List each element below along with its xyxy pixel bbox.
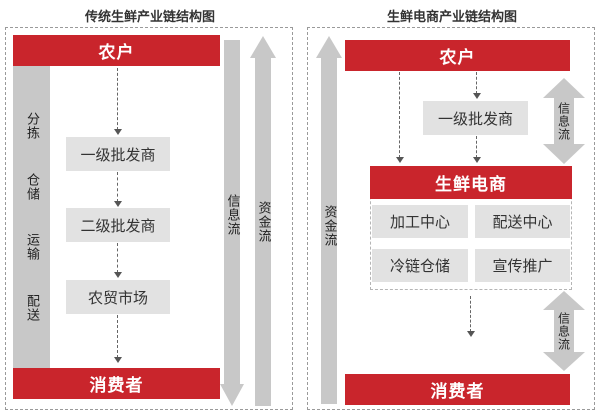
right-wholesaler-arrow-in [476, 72, 477, 94]
left-money-flow-label: 资金流 [255, 201, 271, 243]
left-chain-arrowhead-3 [114, 272, 122, 278]
right-info-flow-top-arrow [543, 78, 585, 164]
left-chain-arrow-4 [117, 315, 118, 358]
right-money-flow-label: 资金流 [321, 205, 337, 247]
left-wholesaler-2: 二级批发商 [66, 208, 170, 242]
left-process-column [13, 66, 50, 368]
left-chain-arrow-3 [117, 243, 118, 273]
left-process-sort: 分拣 [24, 112, 39, 140]
right-service-processing: 加工中心 [372, 205, 468, 238]
right-wholesaler: 一级批发商 [423, 101, 528, 135]
right-consumer-arrowhead [467, 331, 475, 337]
left-chain-arrow-2 [117, 172, 118, 202]
right-service-promotion: 宣传推广 [475, 249, 570, 282]
left-process-storage: 仓储 [24, 172, 39, 201]
right-direct-arrow [399, 72, 400, 158]
left-process-delivery: 配送 [24, 293, 39, 322]
left-consumer-bar: 消费者 [13, 368, 220, 399]
left-chain-arrowhead-4 [114, 357, 122, 363]
left-title: 传统生鲜产业链结构图 [84, 10, 215, 25]
left-chain-arrowhead-2 [114, 201, 122, 207]
left-chain-arrowhead-1 [114, 129, 122, 135]
left-money-flow-arrow [250, 36, 276, 406]
right-money-flow-arrow [316, 36, 342, 404]
right-farmer-bar: 农户 [345, 40, 570, 71]
right-ecommerce-bar: 生鲜电商 [370, 166, 572, 199]
right-wholesaler-arrow-out [476, 136, 477, 158]
right-panel [307, 27, 595, 410]
right-wholesaler-arrowhead-in [473, 93, 481, 99]
left-farmers-market: 农贸市场 [66, 280, 170, 314]
right-info-flow-bottom-label: 信息流 [556, 311, 571, 351]
right-service-cold-chain: 冷链仓储 [372, 249, 468, 282]
right-wholesaler-arrowhead-out [473, 157, 481, 163]
left-panel [5, 27, 293, 410]
left-info-flow-label: 信息流 [224, 194, 240, 236]
right-info-flow-bottom-arrow [543, 291, 585, 371]
right-info-flow-top-label: 信息流 [556, 101, 571, 141]
left-chain-arrow-1 [117, 68, 118, 130]
left-wholesaler-1: 一级批发商 [66, 137, 170, 171]
left-process-list: 分拣 仓储 运输 配送 [13, 112, 50, 322]
left-process-transport: 运输 [24, 233, 39, 262]
right-consumer-bar: 消费者 [345, 374, 570, 405]
right-title: 生鲜电商产业链结构图 [386, 10, 517, 25]
left-info-flow-arrow [220, 40, 244, 406]
right-direct-arrowhead [396, 157, 404, 163]
left-farmer-bar: 农户 [13, 35, 220, 66]
right-consumer-arrow [470, 296, 471, 332]
right-service-distribution: 配送中心 [475, 205, 570, 238]
